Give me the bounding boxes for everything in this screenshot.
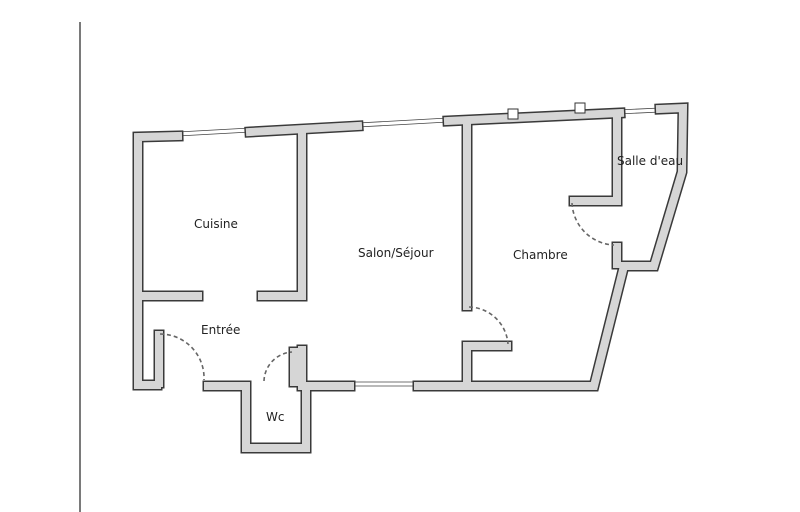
room-label-salon: Salon/Séjour — [358, 246, 434, 260]
walls — [132, 102, 689, 454]
room-label-chambre: Chambre — [513, 248, 568, 262]
entrance-door-swing — [159, 333, 205, 381]
doors — [159, 202, 615, 382]
wc-door-swing — [263, 351, 293, 382]
window-post — [507, 108, 519, 120]
room-label-entree: Entrée — [201, 323, 240, 337]
chambre-door-swing — [468, 306, 509, 345]
window-post — [574, 102, 586, 114]
room-label-cuisine: Cuisine — [194, 217, 238, 231]
room-label-salle-eau: Salle d'eau — [617, 154, 683, 168]
room-label-wc: Wc — [266, 410, 284, 424]
salle-eau-door-swing — [571, 202, 615, 246]
